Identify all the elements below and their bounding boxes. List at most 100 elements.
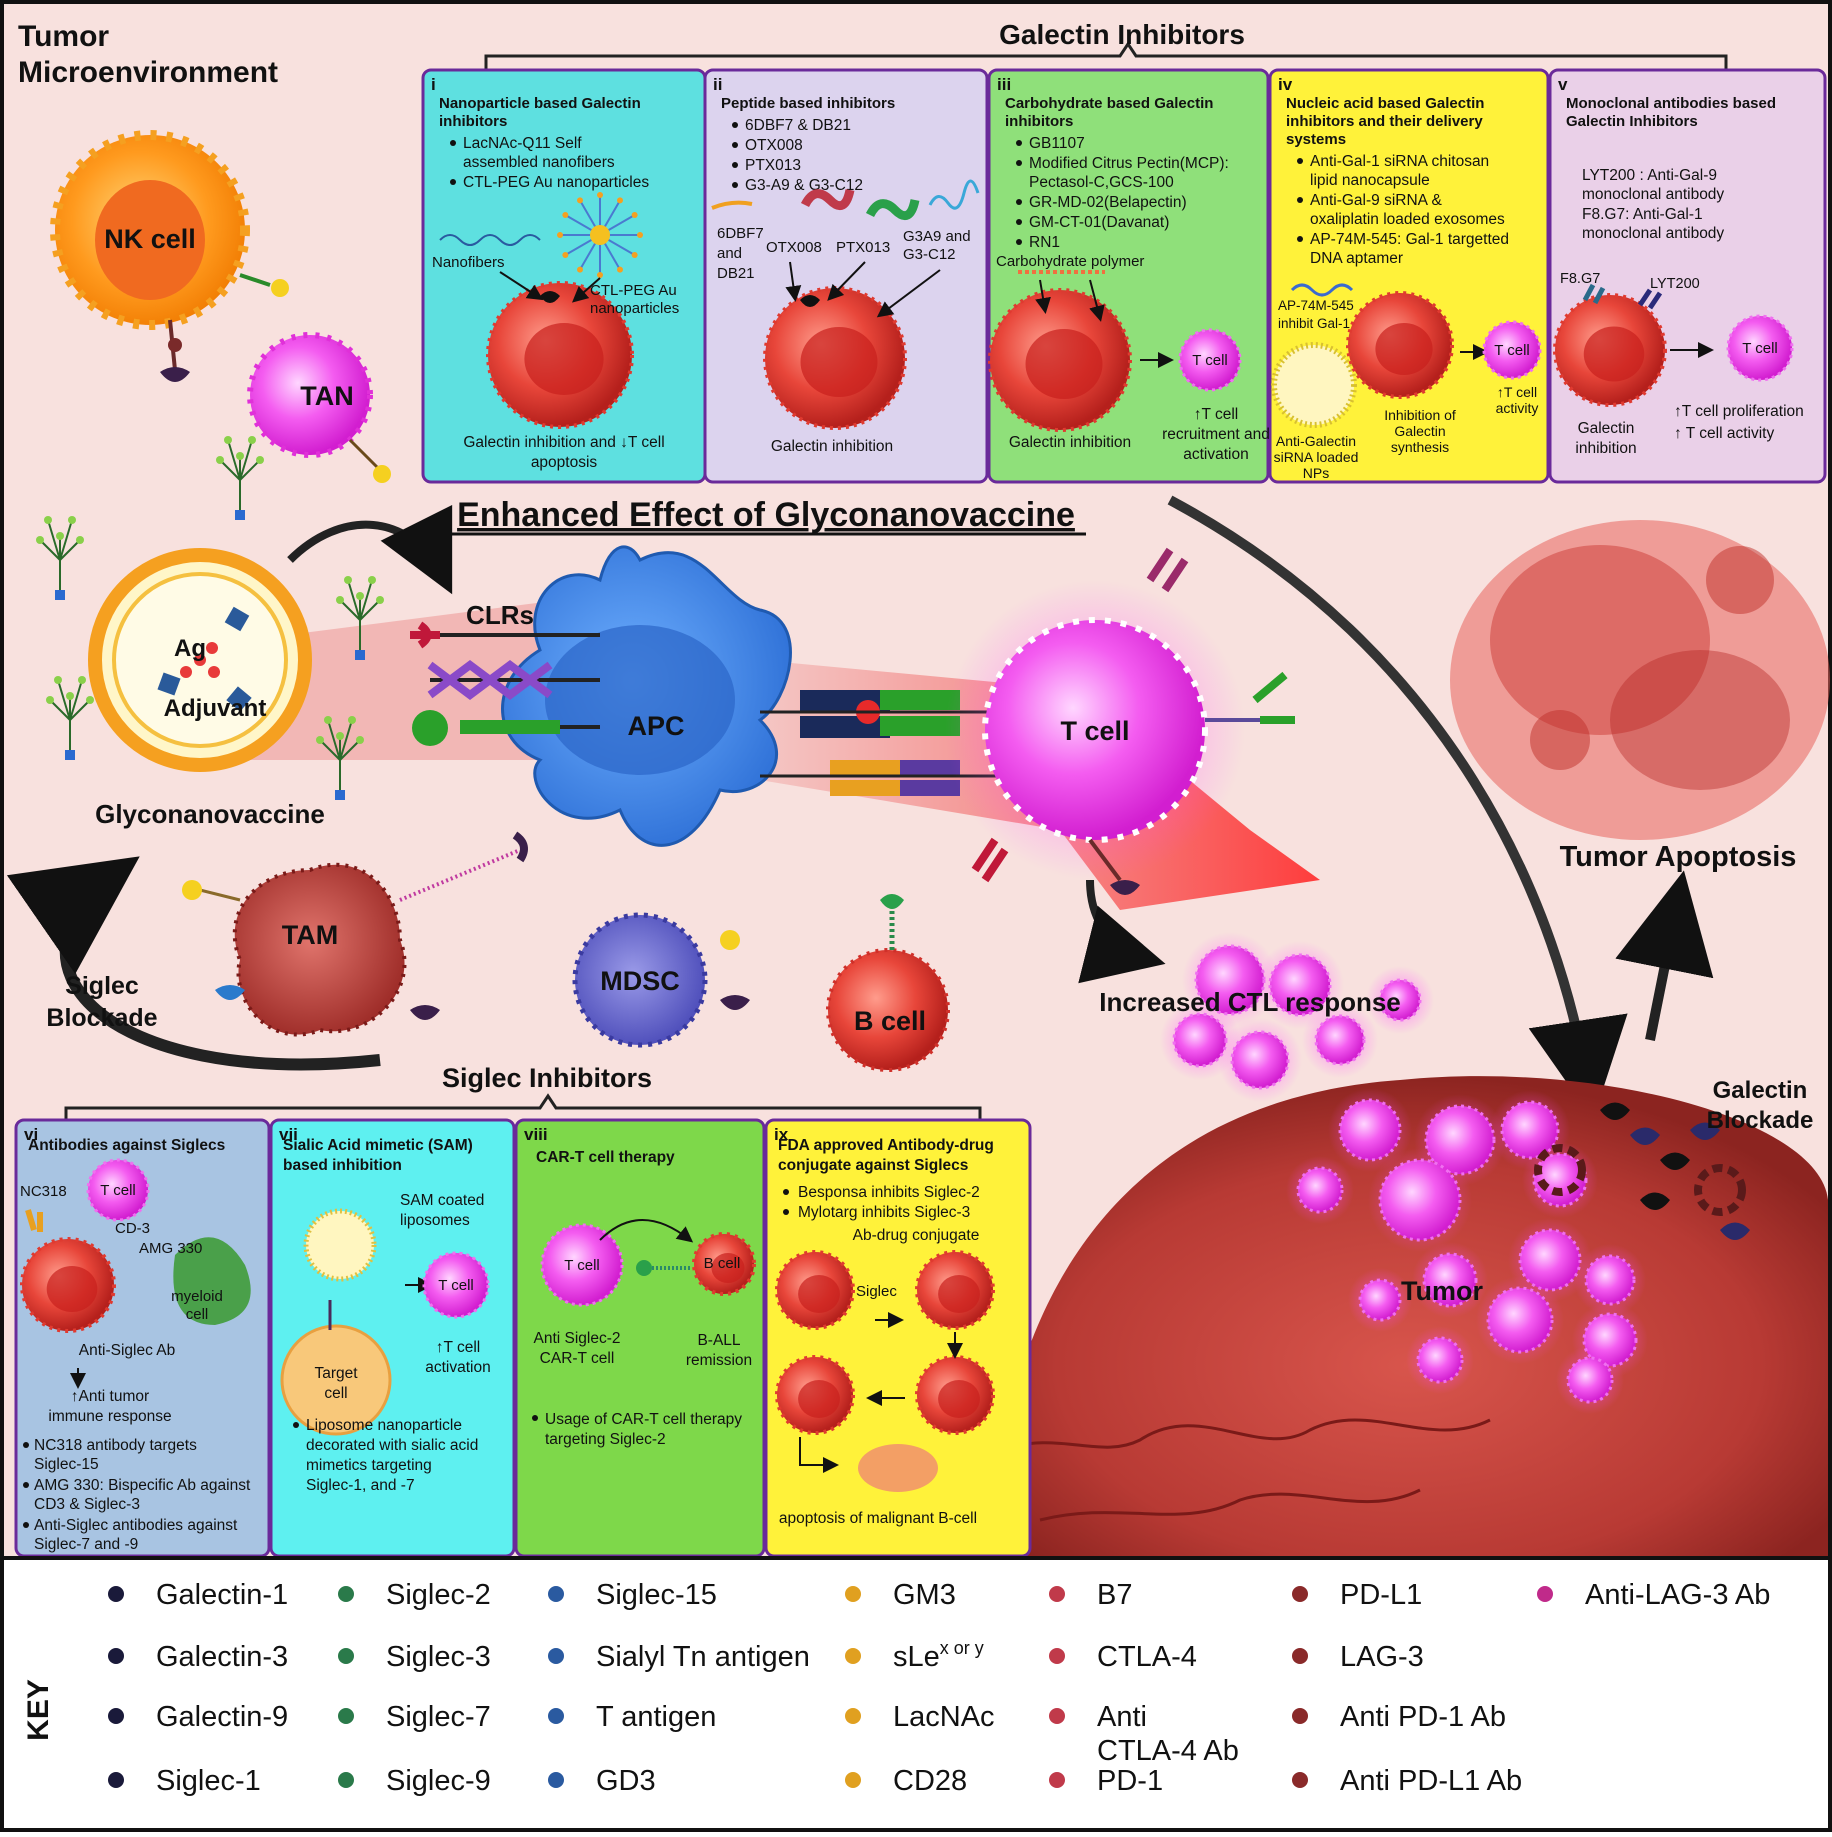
tumor-t-cell — [1518, 1228, 1582, 1292]
galectin-bracket — [484, 41, 1728, 70]
key-item: Siglec-9 — [338, 1765, 491, 1797]
nanofiber-inhibit-arrow — [499, 271, 544, 301]
galectin-panel-bullet: G3-A9 & G3-C12 — [745, 177, 863, 194]
ctl-cell — [1314, 1014, 1366, 1066]
central-title: Enhanced Effect of Glyconanovaccine — [457, 496, 1075, 534]
cd3-label: CD-3 — [115, 1220, 150, 1237]
tumor-t-cell — [1338, 1098, 1402, 1162]
panel-vi-tumor-cell — [20, 1237, 116, 1333]
ctl-response-label: Increased CTL response — [1099, 987, 1401, 1017]
key-item-label: GM3 — [893, 1579, 956, 1611]
panel-iv-tumor-cell — [1346, 291, 1454, 399]
peptide-ptx013-label: PTX013 — [836, 239, 890, 256]
key-item: Anti PD-L1 Ab — [1292, 1765, 1522, 1797]
b-cell-label: B cell — [854, 1006, 926, 1036]
siglec-panel-num: ix — [774, 1125, 789, 1144]
nk-cell: NK cell — [50, 130, 289, 382]
galectin-title: Galectin Inhibitors — [999, 19, 1245, 50]
panel-vi-t-cell-label: T cell — [100, 1182, 136, 1199]
key-item-label: B7 — [1097, 1579, 1132, 1611]
key-item-label: Siglec-9 — [386, 1765, 491, 1797]
galectin-panel-heading: Peptide based inhibitors — [721, 95, 895, 112]
key-item: B7 — [1049, 1579, 1132, 1611]
panel-ix-caption: apoptosis of malignant B-cell — [779, 1510, 977, 1527]
galectin-panel-bullet: GM-CT-01(Davanat) — [1029, 214, 1169, 231]
tan-cell-label: TAN — [300, 381, 354, 411]
key-item-label: LAG-3 — [1340, 1641, 1424, 1673]
tumor-mass — [990, 1076, 1828, 1558]
t-cell-label: T cell — [1060, 716, 1129, 746]
key-item: Siglec-3 — [338, 1641, 491, 1673]
galectin-panel-bullet: Modified Citrus Pectin(MCP):Pectasol-C,G… — [1029, 155, 1229, 191]
apc-label: APC — [627, 711, 684, 741]
siglec-title: Siglec Inhibitors — [442, 1063, 652, 1093]
panel-v-t-cell: T cell — [1726, 314, 1794, 382]
panel-iv-t-cell-label: T cell — [1494, 342, 1530, 359]
key-item-label: Siglec-15 — [596, 1579, 717, 1611]
key-item: Galectin-3 — [108, 1641, 288, 1673]
key-item: Sialyl Tn antigen — [548, 1641, 810, 1673]
key-title: KEY — [22, 1679, 55, 1741]
panel-i-tumor-cell — [486, 281, 634, 429]
key-item: GM3 — [845, 1579, 956, 1611]
panel-v-tumor-cell — [1553, 293, 1667, 407]
galectin-panel-bullet: GB1107 — [1029, 135, 1085, 152]
glycan-tree — [316, 716, 364, 800]
galectin-inhibitor-flow-arrow — [1167, 495, 1628, 1120]
mdsc-cell: MDSC — [572, 912, 750, 1048]
glycan-tree — [36, 516, 84, 600]
otx008-arrow — [785, 261, 802, 302]
tumor-t-cell — [1296, 1166, 1344, 1214]
clrs-label: CLRs — [466, 600, 534, 630]
key-item-label: Anti PD-L1 Ab — [1340, 1765, 1522, 1797]
galectin-panel-bullet: GR-MD-02(Belapectin) — [1029, 194, 1187, 211]
panel-iv-t-cell: T cell — [1482, 320, 1542, 380]
panel-ix-cell-3 — [775, 1355, 855, 1435]
siglec-panel-heading: Sialic Acid mimetic (SAM)based inhibitio… — [283, 1137, 473, 1174]
tumor-t-cell — [1486, 1286, 1554, 1354]
lyt200-label: LYT200 — [1650, 276, 1700, 292]
galectin-panel-bullet: OTX008 — [745, 137, 803, 154]
key-item: Galectin-1 — [108, 1579, 288, 1611]
key-item-label: Galectin-9 — [156, 1701, 288, 1733]
key-item-label: Siglec-3 — [386, 1641, 491, 1673]
galectin-panel-num: iii — [997, 75, 1011, 94]
vaccine-to-apc-arrow — [287, 504, 453, 595]
key-item: Anti-LAG-3 Ab — [1537, 1579, 1770, 1611]
tam-cell: TAM — [182, 831, 528, 1037]
vaccine-glycans — [36, 436, 384, 800]
key-item-label: PD-1 — [1097, 1765, 1163, 1797]
nanofibers-label: Nanofibers — [432, 254, 505, 271]
key-item: sLex or y — [845, 1638, 984, 1673]
galectin-panel-bullet: CTL-PEG Au nanoparticles — [463, 174, 649, 191]
key-item: PD-1 — [1049, 1765, 1163, 1797]
key-item-label: CD28 — [893, 1765, 967, 1797]
key-item-label: Siglec-2 — [386, 1579, 491, 1611]
carb-arrow-1 — [1035, 279, 1051, 314]
key-item: Siglec-7 — [338, 1701, 491, 1733]
panel-vii-t-cell-label: T cell — [438, 1277, 474, 1294]
vaccine-label: Glyconanovaccine — [95, 799, 325, 829]
siglec-bracket — [64, 1093, 982, 1122]
panel-ii-caption: Galectin inhibition — [771, 438, 893, 455]
tumor-t-cell — [1422, 1252, 1478, 1308]
galectin-panel-bullet: 6DBF7 & DB21 — [745, 117, 851, 134]
galectin-blockade-glyphs — [1534, 1102, 1750, 1240]
